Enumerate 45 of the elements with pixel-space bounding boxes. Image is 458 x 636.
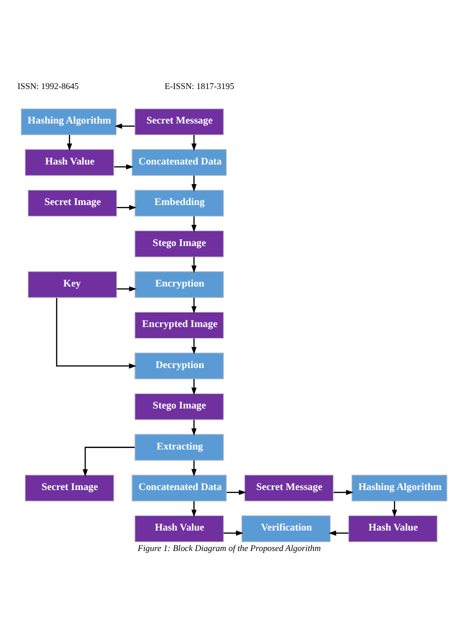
arrow (66, 134, 72, 151)
node-box: Secret Image (28, 190, 118, 217)
node-box: Embedding (134, 190, 224, 217)
node-box: Key (28, 271, 118, 298)
arrow (116, 204, 137, 210)
label: E-ISSN: 1817-3195 (164, 80, 234, 91)
node-box: Stego Image (134, 393, 224, 420)
arrow (114, 124, 135, 129)
arrow (116, 286, 137, 292)
node-box: Secret Message (244, 474, 334, 502)
arrow (191, 460, 197, 476)
arrow (191, 501, 197, 518)
node-box: Verification (241, 515, 331, 542)
node-box: Hash Value (24, 149, 114, 176)
node-box: Secret Message (134, 108, 224, 136)
arrow (191, 338, 197, 354)
node-box: Extracting (134, 434, 224, 461)
caption: Figure 1: Block Diagram of the Proposed Algorithm (138, 542, 321, 553)
node-box: Hashing Algorithm (351, 474, 448, 502)
arrow (328, 530, 348, 536)
node-box: Encryption (134, 271, 224, 298)
arrow (82, 446, 135, 477)
arrow (191, 216, 197, 232)
arrow (191, 256, 197, 273)
arrow (191, 379, 197, 396)
arrow (191, 176, 197, 192)
arrow (224, 530, 244, 536)
arrow (56, 298, 136, 369)
node-box: Decryption (134, 352, 224, 380)
node-box: Encrypted Image (134, 312, 224, 339)
arrow (191, 420, 197, 436)
arrow (334, 490, 354, 496)
arrow (114, 164, 134, 170)
node-box: Hash Value (134, 515, 224, 542)
node-box: Hash Value (348, 515, 438, 542)
node-box: Hashing Algorithm (20, 108, 117, 136)
arrow (191, 134, 197, 151)
node-box: Concatenated Data (132, 474, 227, 502)
label: ISSN: 1992-8645 (18, 80, 79, 91)
node-box: Concatenated Data (132, 149, 227, 176)
node-box: Secret Image (24, 474, 114, 502)
arrow (191, 298, 197, 314)
arrow (226, 490, 246, 496)
node-box: Stego Image (134, 230, 224, 258)
arrow (392, 501, 398, 518)
